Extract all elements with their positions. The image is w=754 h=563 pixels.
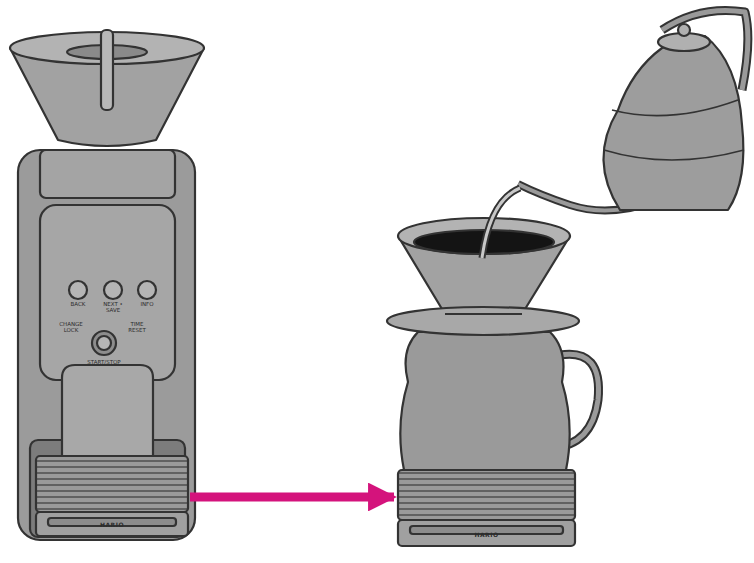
brand-label: HARIO <box>474 532 498 538</box>
grinder <box>10 30 204 540</box>
control-label: TIME RESET <box>123 321 151 334</box>
control-label: NEXT • SAVE <box>96 301 130 314</box>
scale-box: HARIO <box>36 456 188 536</box>
control-label: BACK <box>63 301 93 307</box>
control-label: START/STOP <box>82 359 126 365</box>
scale-box: HARIO <box>398 470 575 546</box>
pour-over-set <box>387 10 748 546</box>
control-label: INFO <box>132 301 162 307</box>
brand-label: HARIO <box>100 522 124 528</box>
control-label: CHANGE LOCK <box>57 321 85 334</box>
transfer-arrow <box>190 493 394 502</box>
